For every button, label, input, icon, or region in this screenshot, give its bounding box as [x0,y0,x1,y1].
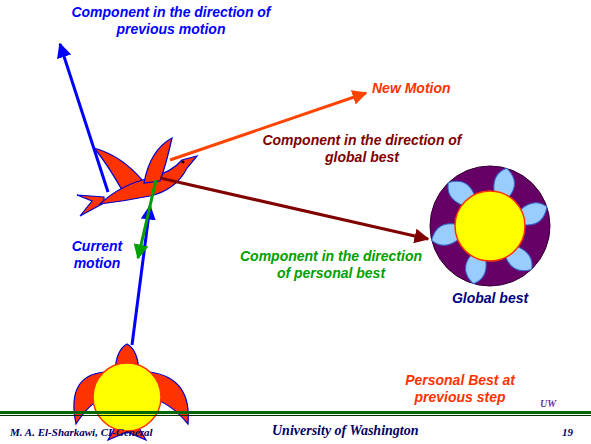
bird-eye [182,161,185,164]
vector-label: New Motion [372,80,482,97]
current-motion-arrow [132,206,150,345]
personal-best-bird [74,344,188,440]
personal-best-arrow [138,180,156,258]
bird-wing [429,223,458,248]
personal-best-sun [93,363,161,431]
footer-institution: University of Washington [272,422,472,439]
vector-label: Component in the direction of global bes… [262,132,462,166]
vector-label: Component in the direction of previous m… [66,4,276,38]
footer-author: M. A. El-Sharkawi, CI-General [10,425,230,439]
footer-rule [0,415,591,416]
previous-motion-arrow [60,44,108,192]
sun-halo [430,166,550,286]
bird-tail [77,195,104,216]
sun-outline [420,164,560,288]
vector-label: Component in the direction of personal b… [236,248,426,282]
vector-label: Current motion [62,238,132,272]
personal-best-label: Personal Best at previous step [385,372,535,406]
logo-mark: UW [540,397,564,410]
sun-core [455,191,525,261]
footer-rule [0,411,591,414]
bird-wing [144,138,172,183]
slide-number: 19 [562,425,586,439]
node-label: Global best [420,290,560,307]
global-best-sun: Global best [420,164,560,307]
global-best-arrow [160,178,428,239]
